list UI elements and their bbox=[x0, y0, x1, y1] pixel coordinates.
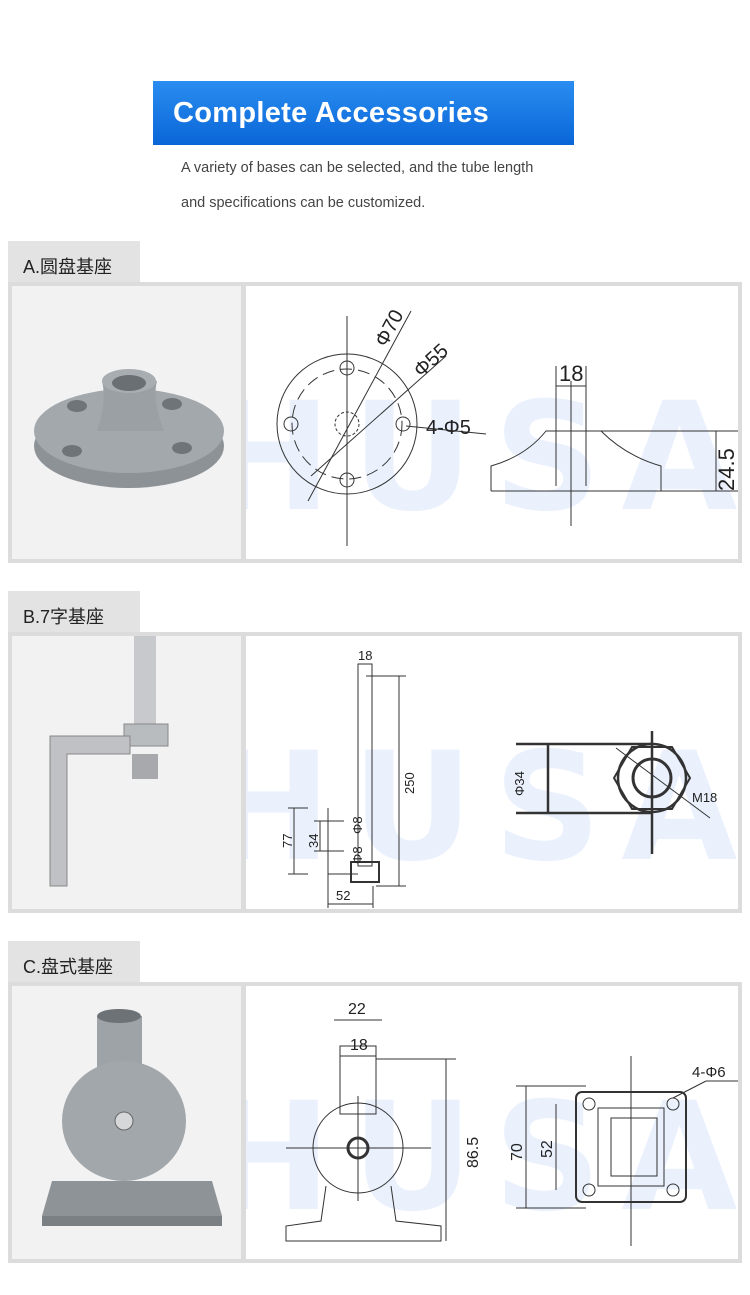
dim-34: 34 bbox=[306, 834, 321, 848]
section-a-tab: A.圆盘基座 bbox=[8, 241, 140, 283]
watermark: HUSA bbox=[246, 1071, 738, 1245]
dim-77: 77 bbox=[280, 834, 295, 848]
dim-phi70: Φ70 bbox=[371, 306, 408, 350]
dim-24-5: 24.5 bbox=[714, 448, 738, 491]
section-a-panel: HUSA Φ70 Φ55 4-Φ5 18 24.5 bbox=[8, 282, 742, 563]
disc-base-drawing: HUSA Φ70 Φ55 4-Φ5 18 24.5 bbox=[246, 286, 738, 559]
dim-22: 22 bbox=[348, 1001, 366, 1018]
l-bracket-base-photo bbox=[12, 636, 241, 909]
dim-52: 52 bbox=[539, 1140, 556, 1158]
dim-18: 18 bbox=[559, 361, 583, 386]
dim-86-5: 86.5 bbox=[465, 1137, 482, 1168]
disc-base-photo bbox=[12, 286, 241, 559]
dim-18: 18 bbox=[350, 1037, 368, 1054]
subtitle-line-2: and specifications can be customized. bbox=[181, 195, 426, 211]
dim-250: 250 bbox=[402, 772, 417, 794]
subtitle-line-1: A variety of bases can be selected, and … bbox=[181, 160, 534, 176]
dim-phi34: Φ34 bbox=[512, 771, 527, 796]
dim-m18: M18 bbox=[692, 790, 717, 805]
dim-52: 52 bbox=[336, 888, 350, 903]
watermark: HUSA bbox=[246, 371, 738, 545]
dim-4phi5: 4-Φ5 bbox=[426, 417, 471, 439]
section-c-tab: C.盘式基座 bbox=[8, 941, 140, 983]
plate-base-photo bbox=[12, 986, 241, 1259]
section-b-panel: HUSA 18 250 77 34 Φ8 Φ8 52 Φ34 M18 bbox=[8, 632, 742, 913]
dim-phi8-top: Φ8 bbox=[350, 816, 365, 834]
dim-phi55: Φ55 bbox=[410, 340, 453, 382]
dim-4phi6: 4-Φ6 bbox=[692, 1064, 726, 1081]
dim-18: 18 bbox=[358, 648, 372, 663]
l-bracket-base-drawing: HUSA 18 250 77 34 Φ8 Φ8 52 Φ34 M18 bbox=[246, 636, 738, 909]
plate-base-drawing: HUSA 22 18 86.5 70 52 4-Φ6 bbox=[246, 986, 738, 1259]
dim-70: 70 bbox=[509, 1143, 526, 1161]
section-c-panel: HUSA 22 18 86.5 70 52 4-Φ6 bbox=[8, 982, 742, 1263]
section-banner: Complete Accessories bbox=[153, 81, 574, 145]
dim-phi8-bottom: Φ8 bbox=[350, 846, 365, 864]
section-b-tab: B.7字基座 bbox=[8, 591, 140, 633]
banner-title: Complete Accessories bbox=[173, 96, 490, 129]
